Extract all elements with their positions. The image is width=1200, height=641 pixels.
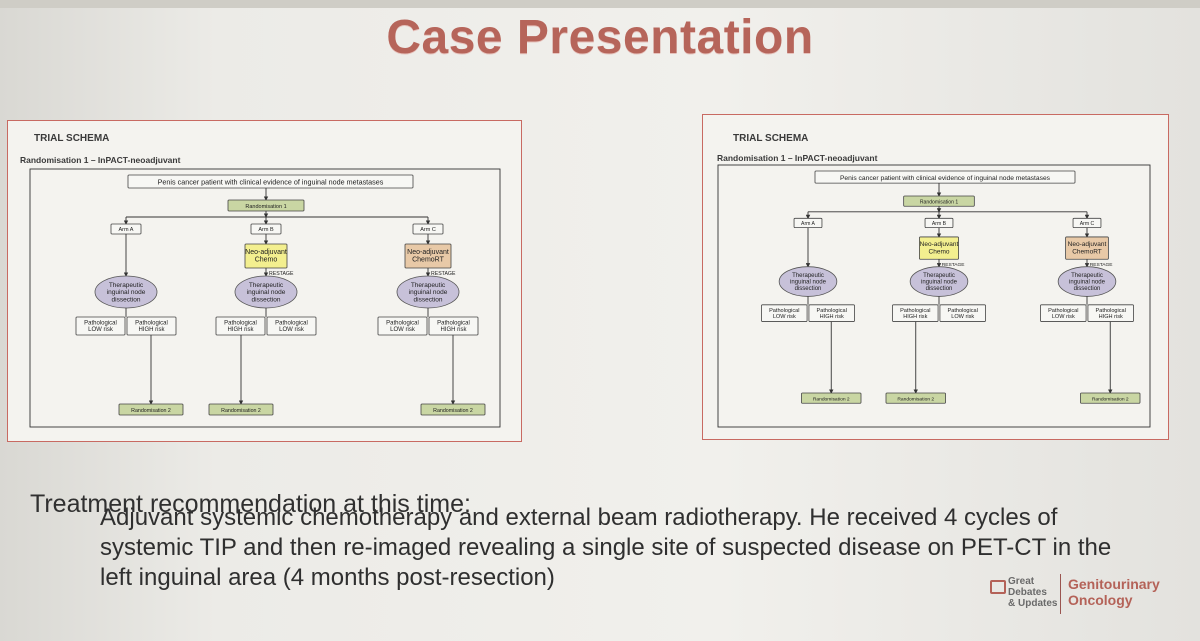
arm-label: Arm C (420, 227, 436, 233)
schema-diagram: Penis cancer patient with clinical evide… (703, 115, 1168, 439)
randomisation2-text: Randomisation 2 (897, 396, 934, 402)
trial-schema-left: TRIAL SCHEMA Randomisation 1 – InPACT-ne… (7, 120, 522, 442)
slide-title: Case Presentation (0, 10, 1200, 65)
randomisation2-text: Randomisation 2 (1092, 396, 1129, 402)
randomisation2-text: Randomisation 2 (131, 408, 171, 414)
arm-label: Arm C (1080, 221, 1095, 227)
randomisation2-text: Randomisation 2 (813, 396, 850, 402)
logo-divider (1060, 574, 1061, 614)
arm-label: Arm B (258, 227, 274, 233)
patient-text: Penis cancer patient with clinical evide… (840, 175, 1051, 182)
patient-text: Penis cancer patient with clinical evide… (158, 178, 384, 187)
randomisation2-text: Randomisation 2 (433, 408, 473, 414)
arm-label: Arm A (119, 227, 134, 233)
schema-diagram: Penis cancer patient with clinical evide… (8, 121, 521, 441)
trial-schema-right: TRIAL SCHEMA Randomisation 1 – InPACT-ne… (702, 114, 1169, 440)
randomisation2-text: Randomisation 2 (221, 408, 261, 414)
recommendation-text: Adjuvant systemic chemotherapy and exter… (100, 503, 1140, 593)
speech-bubble-icon (990, 580, 1006, 594)
arm-label: Arm A (801, 221, 816, 227)
randomisation1-text: Randomisation 1 (920, 199, 959, 205)
top-bar (0, 0, 1200, 8)
arm-label: Arm B (932, 221, 947, 227)
randomisation1-text: Randomisation 1 (245, 204, 286, 210)
